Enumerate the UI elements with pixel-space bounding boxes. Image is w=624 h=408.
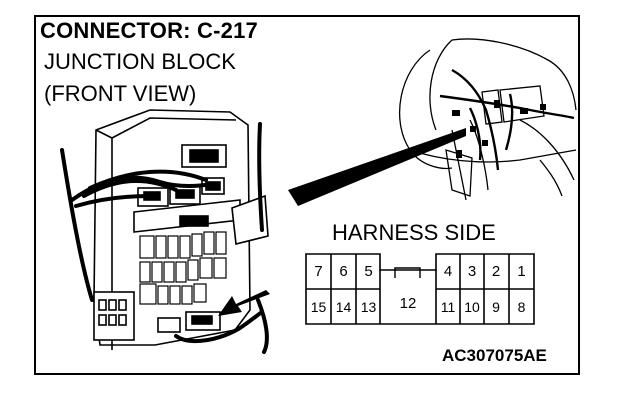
junction-block-illustration: [93, 109, 269, 350]
junction-block-label: JUNCTION BLOCK: [44, 49, 236, 74]
pin-4: 4: [443, 263, 453, 280]
location-pointer-arrow: [218, 290, 270, 316]
pin-6: 6: [339, 263, 348, 280]
pin-8: 8: [517, 299, 526, 315]
pin-13: 13: [360, 299, 377, 315]
pin-5: 5: [364, 263, 373, 280]
harness-connector-face: [305, 253, 535, 325]
pin-14: 14: [335, 299, 352, 315]
pin-9: 9: [492, 299, 500, 315]
pin-1: 1: [517, 263, 526, 280]
front-view-label: (FRONT VIEW): [44, 81, 197, 106]
pin-12: 12: [399, 295, 417, 312]
pin-7: 7: [314, 263, 323, 280]
pin-3: 3: [467, 263, 477, 280]
connector-title: CONNECTOR: C-217: [40, 18, 258, 43]
pin-15: 15: [310, 299, 327, 315]
pin-11: 11: [440, 299, 456, 315]
pin-10: 10: [464, 299, 480, 315]
harness-side-label: HARNESS SIDE: [332, 220, 496, 245]
pin-2: 2: [491, 263, 501, 280]
figure-code: AC307075AE: [442, 346, 547, 365]
dashboard-location-illustration: [398, 38, 577, 201]
